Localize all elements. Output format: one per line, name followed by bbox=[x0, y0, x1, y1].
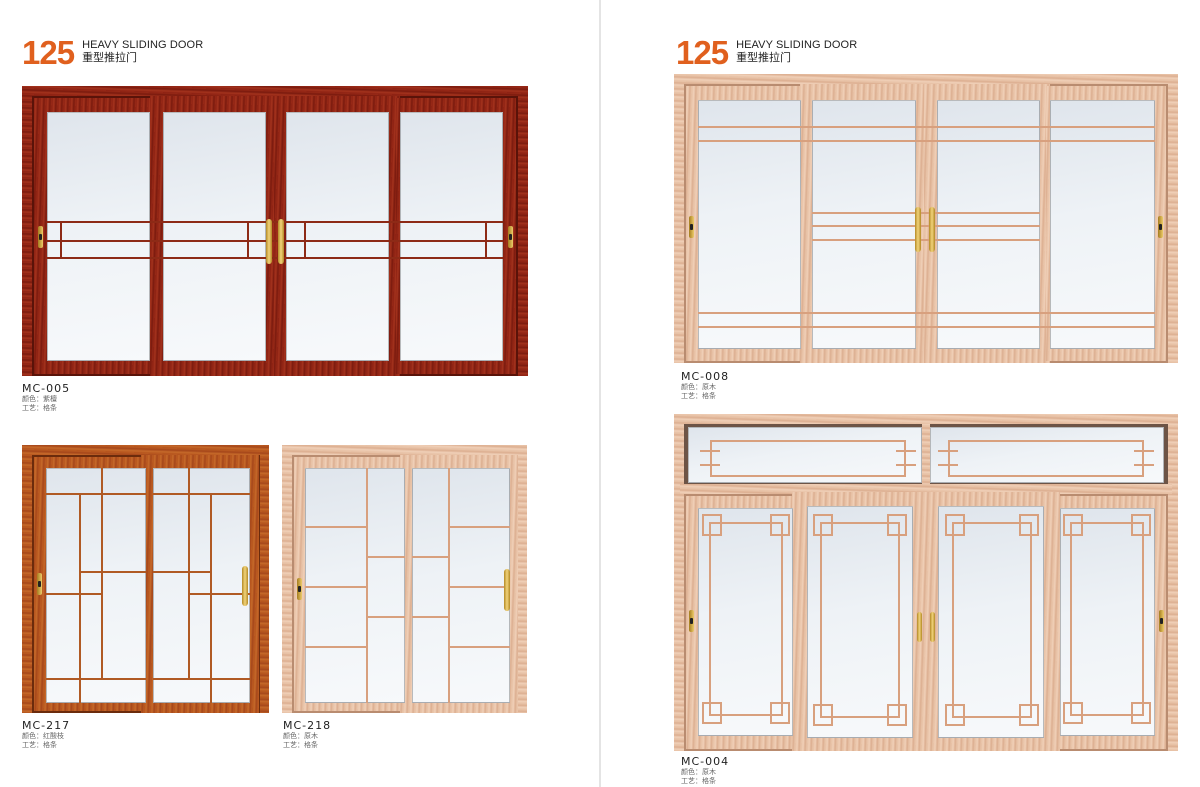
handle-icon bbox=[929, 207, 935, 252]
product-craft: 工艺：格条 bbox=[22, 741, 57, 749]
product-color: 颜色：紫檀 bbox=[22, 395, 57, 403]
product-image-mc-217 bbox=[22, 445, 269, 713]
product-craft: 工艺：格条 bbox=[22, 404, 57, 412]
handle-icon bbox=[504, 569, 510, 611]
series-title-en: HEAVY SLIDING DOOR bbox=[82, 39, 204, 51]
product-caption-mc-217: MC-217 颜色：红酸枝 工艺：格条 bbox=[22, 719, 70, 750]
product-code: MC-217 bbox=[22, 719, 71, 732]
product-color: 颜色：原木 bbox=[283, 732, 318, 740]
product-craft: 工艺：格条 bbox=[283, 741, 318, 749]
product-image-mc-004 bbox=[674, 414, 1178, 751]
series-title-en: HEAVY SLIDING DOOR bbox=[736, 39, 858, 51]
handle-icon bbox=[915, 207, 921, 252]
series-number: 125 bbox=[676, 34, 729, 71]
product-code: MC-004 bbox=[681, 755, 730, 768]
lock-icon bbox=[689, 216, 694, 238]
lock-icon bbox=[689, 610, 694, 632]
product-craft: 工艺：格条 bbox=[681, 392, 716, 400]
product-code: MC-005 bbox=[22, 382, 71, 395]
lock-icon bbox=[38, 226, 43, 248]
product-caption-mc-008: MC-008 颜色：原木 工艺：格条 bbox=[681, 370, 729, 401]
product-color: 颜色：原木 bbox=[681, 383, 716, 391]
lock-icon bbox=[508, 226, 513, 248]
product-code: MC-008 bbox=[681, 370, 730, 383]
product-color: 颜色：原木 bbox=[681, 768, 716, 776]
product-image-mc-008 bbox=[674, 74, 1178, 363]
product-image-mc-218 bbox=[282, 445, 527, 713]
right-page-header: 125 HEAVY SLIDING DOOR 重型推拉门 bbox=[676, 34, 858, 71]
product-color: 颜色：红酸枝 bbox=[22, 732, 64, 740]
series-title-cn: 重型推拉门 bbox=[736, 51, 792, 64]
handle-icon bbox=[917, 612, 922, 642]
lock-icon bbox=[297, 578, 302, 600]
handle-icon bbox=[278, 219, 284, 264]
product-image-mc-005 bbox=[22, 86, 528, 376]
product-caption-mc-005: MC-005 颜色：紫檀 工艺：格条 bbox=[22, 382, 70, 413]
lock-icon bbox=[1158, 216, 1163, 238]
series-title-cn: 重型推拉门 bbox=[82, 51, 138, 64]
product-caption-mc-218: MC-218 颜色：原木 工艺：格条 bbox=[283, 719, 331, 750]
handle-icon bbox=[930, 612, 935, 642]
lock-icon bbox=[37, 573, 42, 595]
product-caption-mc-004: MC-004 颜色：原木 工艺：格条 bbox=[681, 755, 729, 786]
series-number: 125 bbox=[22, 34, 75, 71]
left-page-header: 125 HEAVY SLIDING DOOR 重型推拉门 bbox=[22, 34, 204, 71]
product-craft: 工艺：格条 bbox=[681, 777, 716, 785]
handle-icon bbox=[266, 219, 272, 264]
page-gutter-divider bbox=[599, 0, 601, 787]
product-code: MC-218 bbox=[283, 719, 332, 732]
lock-icon bbox=[1159, 610, 1164, 632]
handle-icon bbox=[242, 566, 248, 606]
